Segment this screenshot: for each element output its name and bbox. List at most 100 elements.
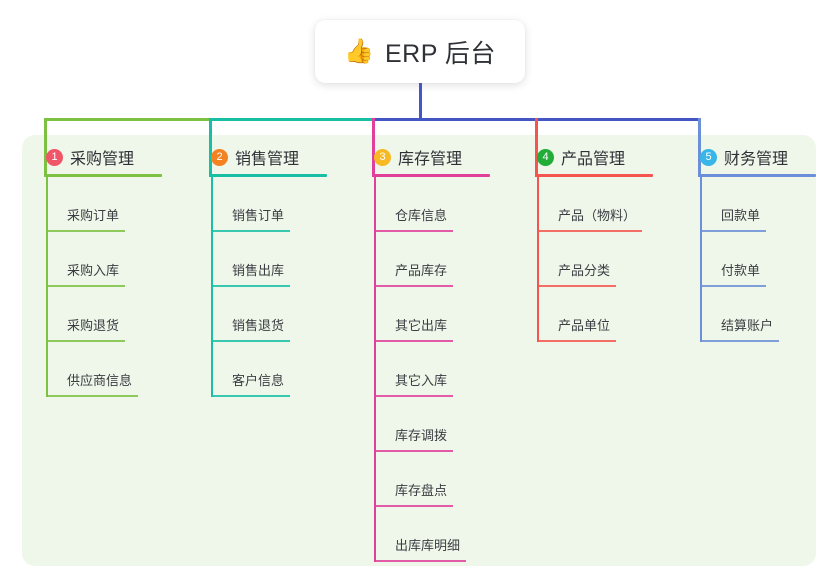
branch-item-underline [537,230,643,232]
branch-item-list: 回款单付款单结算账户 [700,177,824,342]
branch-column-4: 4 产品管理产品（物料） 产品分类产品单位 [521,145,671,342]
root-node-title: ERP 后台 [384,39,496,68]
branch-item-label: 销售退货 [232,318,285,333]
branch-header-underline [535,174,653,177]
trunk-bar-segment-1 [44,118,212,121]
branch-item[interactable]: 产品（物料） [537,177,671,232]
branch-item-underline [374,230,453,232]
branch-spine [211,177,213,397]
branch-header-underline [209,174,327,177]
branch-item-underline [374,340,453,342]
branch-number-badge: 3 [374,148,391,166]
branch-spine [700,177,702,342]
branch-item[interactable]: 销售订单 [211,177,345,232]
branch-item[interactable]: 产品单位 [537,287,671,342]
branch-item[interactable]: 库存调拨 [374,397,508,452]
branch-stem-4 [535,118,538,177]
branch-item[interactable]: 付款单 [700,232,824,287]
branch-item[interactable]: 供应商信息 [46,342,180,397]
branch-stem-3-accent [372,118,375,177]
branch-item-label: 产品单位 [558,318,611,333]
branch-item-list: 采购订单采购入库采购退货供应商信息 [46,177,180,397]
branch-stem-5 [698,118,701,177]
branch-item-label: 产品库存 [395,263,448,278]
branch-item-list: 产品（物料） 产品分类产品单位 [537,177,671,342]
branch-stem-1 [44,118,47,177]
branch-item-underline [537,285,616,287]
branch-item-label: 付款单 [721,263,761,278]
branch-header-2[interactable]: 2 销售管理 [195,145,345,169]
branch-item-label: 采购订单 [67,208,120,223]
branch-item-underline [374,395,453,397]
branch-item-label: 产品分类 [558,263,611,278]
branch-item-label: 采购入库 [67,263,120,278]
branch-item[interactable]: 销售出库 [211,232,345,287]
branch-item-underline [46,230,125,232]
branch-item-underline [374,285,453,287]
branch-item[interactable]: 产品分类 [537,232,671,287]
branch-item-underline [211,285,290,287]
branch-title: 销售管理 [235,151,300,168]
branch-item-label: 客户信息 [232,373,285,388]
branch-item[interactable]: 产品库存 [374,232,508,287]
trunk-bar-segment-2 [209,118,375,121]
branch-header-underline [372,174,490,177]
branch-item[interactable]: 客户信息 [211,342,345,397]
branch-header-3[interactable]: 3 库存管理 [358,145,508,169]
branch-title: 库存管理 [398,151,463,168]
branch-item-underline [537,340,616,342]
branch-spine [537,177,539,342]
branch-number-badge: 2 [211,148,228,166]
branch-item-underline [374,505,453,507]
branch-item-label: 产品（物料） [558,208,637,223]
branch-item-underline [211,340,290,342]
thumbs-up-icon: 👍 [344,37,374,65]
branch-column-1: 1 采购管理采购订单采购入库采购退货供应商信息 [30,145,180,397]
branch-item[interactable]: 采购入库 [46,232,180,287]
branch-item-underline [700,230,766,232]
branch-item[interactable]: 出库库明细 [374,507,508,562]
branch-number-badge: 5 [700,148,717,166]
branch-item[interactable]: 采购订单 [46,177,180,232]
branch-number-badge: 1 [46,148,63,166]
branch-spine [374,177,376,562]
branch-item-label: 仓库信息 [395,208,448,223]
branch-item-label: 库存盘点 [395,483,448,498]
branch-item-underline [374,560,466,562]
branch-item[interactable]: 结算账户 [700,287,824,342]
branch-column-2: 2 销售管理销售订单销售出库销售退货客户信息 [195,145,345,397]
branch-item-label: 供应商信息 [67,373,133,388]
root-node[interactable]: 👍 ERP 后台 [315,20,525,83]
branch-item[interactable]: 采购退货 [46,287,180,342]
branch-item-label: 采购退货 [67,318,120,333]
branch-item-underline [700,285,766,287]
branch-item[interactable]: 回款单 [700,177,824,232]
branch-item[interactable]: 库存盘点 [374,452,508,507]
branch-title: 采购管理 [70,151,135,168]
branch-header-4[interactable]: 4 产品管理 [521,145,671,169]
branch-item-underline [211,395,290,397]
branch-item-label: 结算账户 [721,318,774,333]
branch-spine [46,177,48,397]
branch-item[interactable]: 其它入库 [374,342,508,397]
branch-stem-2 [209,118,212,177]
branch-item[interactable]: 销售退货 [211,287,345,342]
branch-item-underline [700,340,779,342]
branch-item-label: 出库库明细 [395,538,461,553]
branch-header-underline [698,174,816,177]
branch-item-label: 销售出库 [232,263,285,278]
branch-column-3: 3 库存管理仓库信息产品库存其它出库其它入库库存调拨库存盘点出库库明细 [358,145,508,562]
branch-title: 财务管理 [724,151,789,168]
branch-title: 产品管理 [561,151,626,168]
branch-item[interactable]: 其它出库 [374,287,508,342]
branch-item-underline [46,340,125,342]
branch-number-badge: 4 [537,148,554,166]
branch-item-label: 销售订单 [232,208,285,223]
branch-item[interactable]: 仓库信息 [374,177,508,232]
branch-header-1[interactable]: 1 采购管理 [30,145,180,169]
branch-item-label: 其它入库 [395,373,448,388]
branch-header-underline [44,174,162,177]
branch-header-5[interactable]: 5 财务管理 [684,145,824,169]
branch-item-underline [46,285,125,287]
branch-item-label: 其它出库 [395,318,448,333]
